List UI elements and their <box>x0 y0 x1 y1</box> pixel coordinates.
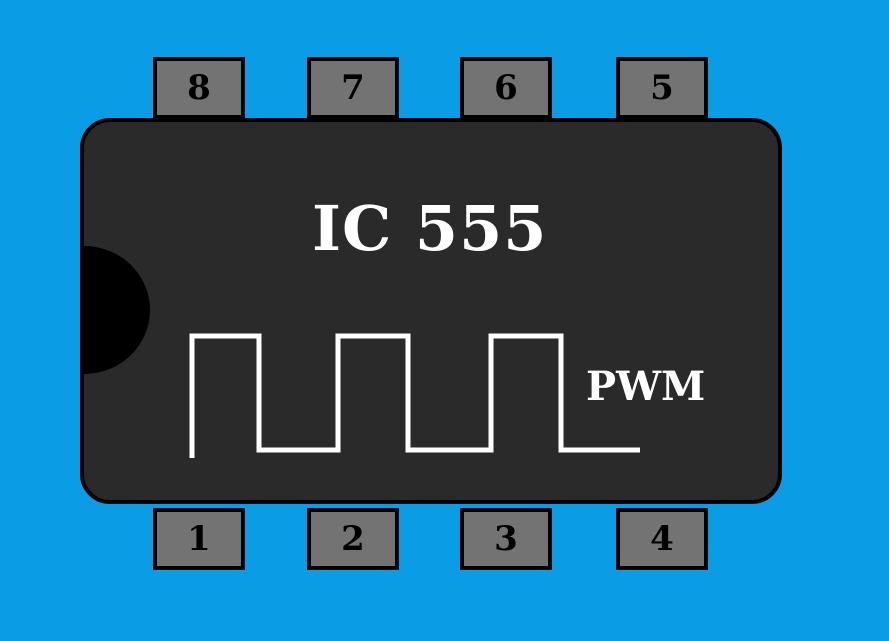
pwm-waveform <box>189 333 640 458</box>
pwm-signal-line <box>189 333 640 458</box>
pin-4: 4 <box>616 508 708 570</box>
pin-6: 6 <box>460 57 552 119</box>
pin-5: 5 <box>616 57 708 119</box>
ic-chip-body: IC 555 PWM <box>80 118 782 504</box>
pwm-label: PWM <box>586 363 706 410</box>
pin-1: 1 <box>153 508 245 570</box>
chip-title: IC 555 <box>312 192 548 265</box>
pin-3: 3 <box>460 508 552 570</box>
pin-7: 7 <box>307 57 399 119</box>
pin-2: 2 <box>307 508 399 570</box>
pin-8: 8 <box>153 57 245 119</box>
